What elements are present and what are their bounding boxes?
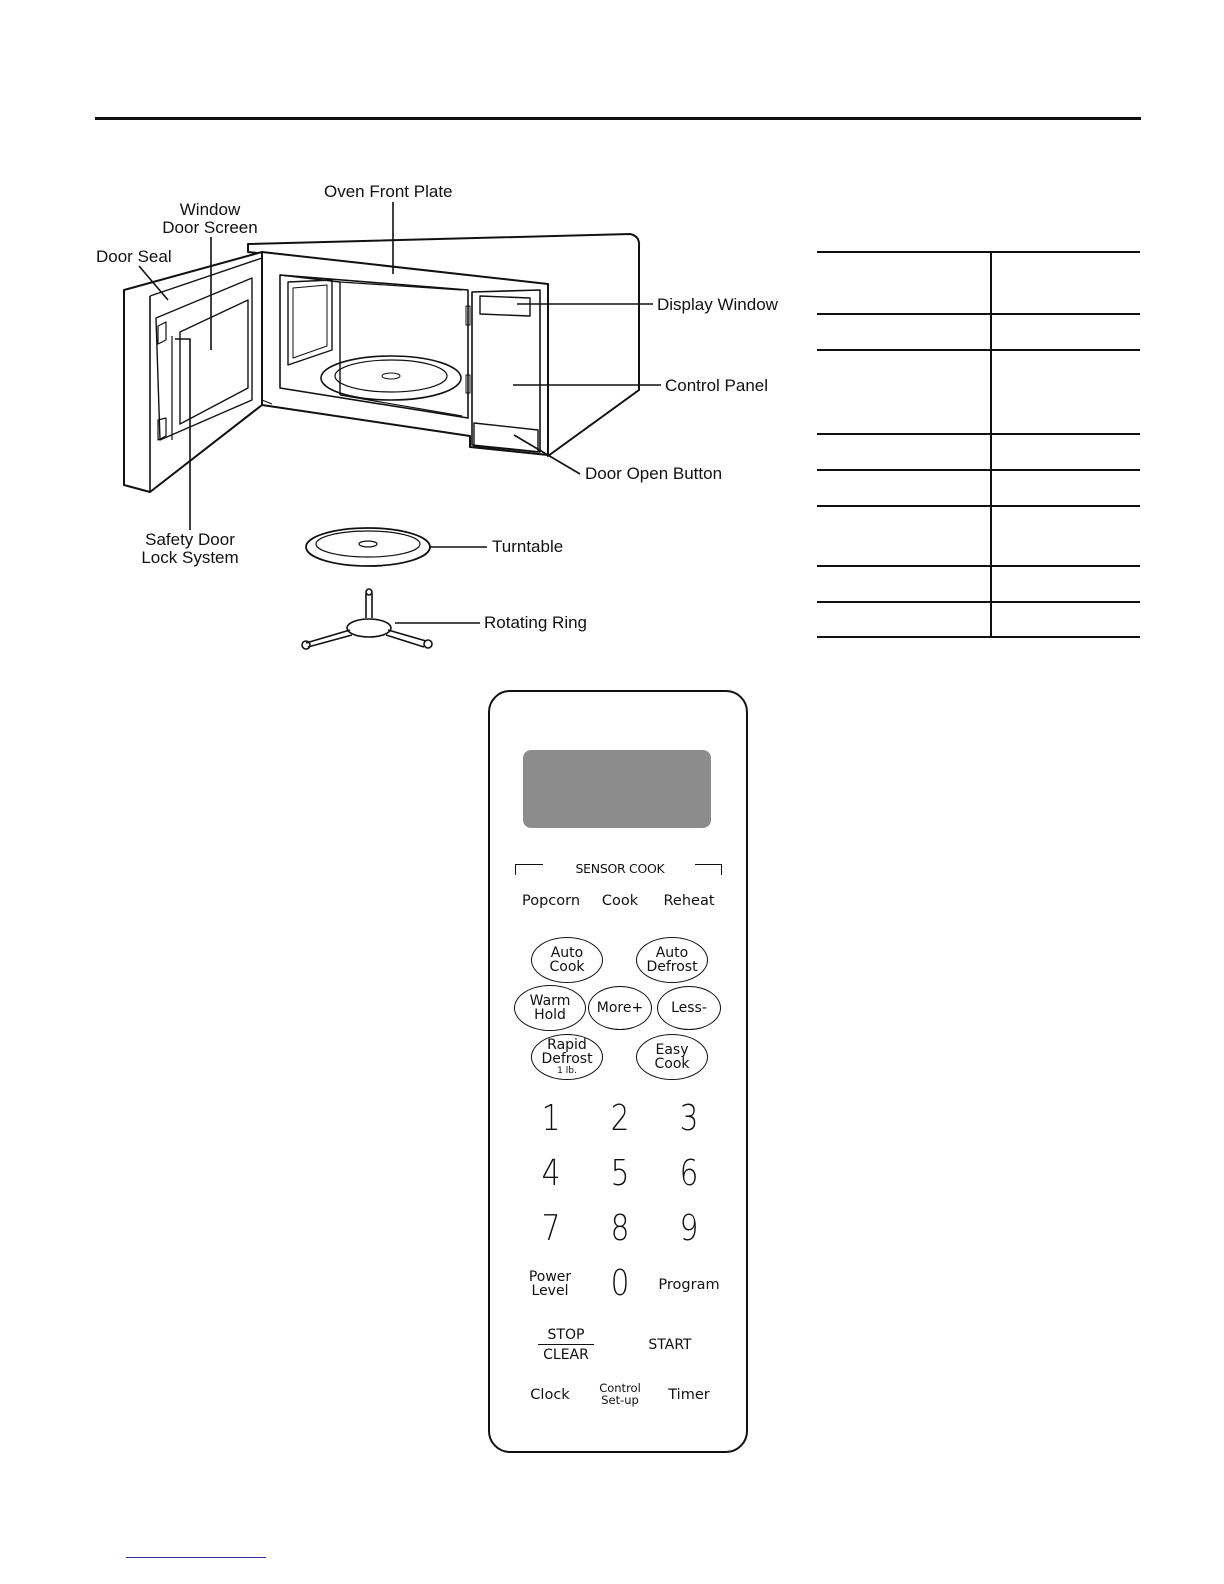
digit-5-button[interactable]: 5 — [610, 1153, 630, 1194]
digit-9-button[interactable]: 9 — [679, 1208, 699, 1249]
microwave-diagram — [123, 202, 661, 650]
auto-defrost-label-1: Auto — [655, 945, 689, 961]
digit-6-button[interactable]: 6 — [679, 1153, 699, 1194]
control-panel: SENSOR COOK Popcorn Cook Reheat Auto Coo… — [488, 690, 748, 1453]
label-oven-front-plate: Oven Front Plate — [324, 182, 453, 201]
timer-button[interactable]: Timer — [668, 1387, 710, 1403]
label-display-window: Display Window — [657, 295, 778, 314]
table-row — [817, 565, 1140, 601]
top-rule — [95, 117, 1141, 120]
label-safety-door: Safety Door — [145, 530, 235, 549]
power-level-button[interactable]: Power Level — [510, 1270, 590, 1298]
less-label: Less- — [671, 1000, 707, 1016]
auto-cook-label-1: Auto — [550, 945, 584, 961]
auto-defrost-button[interactable]: Auto Defrost — [636, 937, 708, 983]
sensor-cook-title: SENSOR COOK — [575, 861, 665, 876]
easy-cook-label-2: Cook — [654, 1056, 690, 1072]
table-row — [817, 251, 1140, 313]
digit-7-button[interactable]: 7 — [541, 1208, 561, 1249]
control-setup-label-1: Control — [599, 1381, 641, 1395]
table-row — [817, 313, 1140, 349]
warm-hold-button[interactable]: Warm Hold — [514, 985, 586, 1031]
digit-2-button[interactable]: 2 — [610, 1098, 630, 1139]
power-level-label-2: Level — [531, 1283, 569, 1299]
label-rotating-ring: Rotating Ring — [484, 613, 588, 632]
digit-4-button[interactable]: 4 — [541, 1153, 561, 1194]
rapid-defrost-label-1: Rapid — [547, 1037, 587, 1053]
digit-0-button[interactable]: 0 — [610, 1263, 630, 1304]
rapid-defrost-label-2: Defrost — [541, 1051, 593, 1067]
display-window-box — [479, 295, 531, 317]
easy-cook-label-1: Easy — [655, 1042, 689, 1058]
control-setup-label-2: Set-up — [601, 1393, 639, 1407]
more-button[interactable]: More+ — [588, 986, 652, 1030]
door-window-screen — [179, 299, 249, 425]
clear-label: CLEAR — [543, 1347, 589, 1363]
control-setup-button[interactable]: Control Set-up — [580, 1382, 660, 1406]
turntable-part — [305, 527, 431, 567]
start-button[interactable]: START — [648, 1337, 692, 1353]
popcorn-button[interactable]: Popcorn — [521, 893, 581, 909]
door-open-button-box — [473, 422, 539, 453]
auto-cook-button[interactable]: Auto Cook — [531, 937, 603, 983]
auto-cook-label-2: Cook — [549, 959, 585, 975]
label-lock-system: Lock System — [141, 548, 239, 567]
rapid-defrost-weight: 1 lb. — [557, 1066, 577, 1076]
auto-defrost-label-2: Defrost — [646, 959, 698, 975]
sensor-bracket-left — [515, 864, 543, 875]
table-row — [817, 349, 1140, 433]
control-panel-box — [471, 289, 541, 453]
parts-table — [817, 251, 1140, 638]
clock-button[interactable]: Clock — [530, 1387, 570, 1403]
footer-link-underline[interactable] — [126, 1557, 266, 1558]
table-row — [817, 601, 1140, 638]
stop-label: STOP — [538, 1328, 594, 1345]
oven-door — [123, 251, 263, 493]
label-door-open-button: Door Open Button — [585, 464, 723, 483]
sensor-bracket-right — [695, 864, 722, 875]
warm-hold-label-2: Hold — [534, 1007, 566, 1023]
warm-hold-label-1: Warm — [529, 993, 571, 1009]
label-turntable: Turntable — [492, 537, 564, 556]
label-door-screen: Door Screen — [162, 218, 258, 237]
oven-cavity — [279, 274, 469, 419]
display-screen — [523, 750, 711, 828]
label-control-panel: Control Panel — [665, 376, 769, 395]
table-row — [817, 469, 1140, 505]
rotating-ring-part — [301, 588, 433, 650]
reheat-button[interactable]: Reheat — [663, 893, 715, 909]
digit-3-button[interactable]: 3 — [679, 1098, 699, 1139]
program-button[interactable]: Program — [658, 1277, 720, 1293]
easy-cook-button[interactable]: Easy Cook — [636, 1034, 708, 1080]
table-row — [817, 505, 1140, 565]
power-level-label-1: Power — [528, 1269, 572, 1285]
more-label: More+ — [596, 1000, 644, 1016]
label-window: Window — [179, 200, 241, 219]
label-door-seal: Door Seal — [96, 247, 172, 266]
digit-1-button[interactable]: 1 — [541, 1098, 561, 1139]
cavity-turntable — [320, 355, 462, 401]
table-row — [817, 433, 1140, 469]
less-button[interactable]: Less- — [657, 986, 721, 1030]
rapid-defrost-button[interactable]: Rapid Defrost 1 lb. — [531, 1034, 603, 1080]
cook-button[interactable]: Cook — [601, 893, 639, 909]
stop-clear-button[interactable]: STOP CLEAR — [538, 1328, 594, 1362]
digit-8-button[interactable]: 8 — [610, 1208, 630, 1249]
